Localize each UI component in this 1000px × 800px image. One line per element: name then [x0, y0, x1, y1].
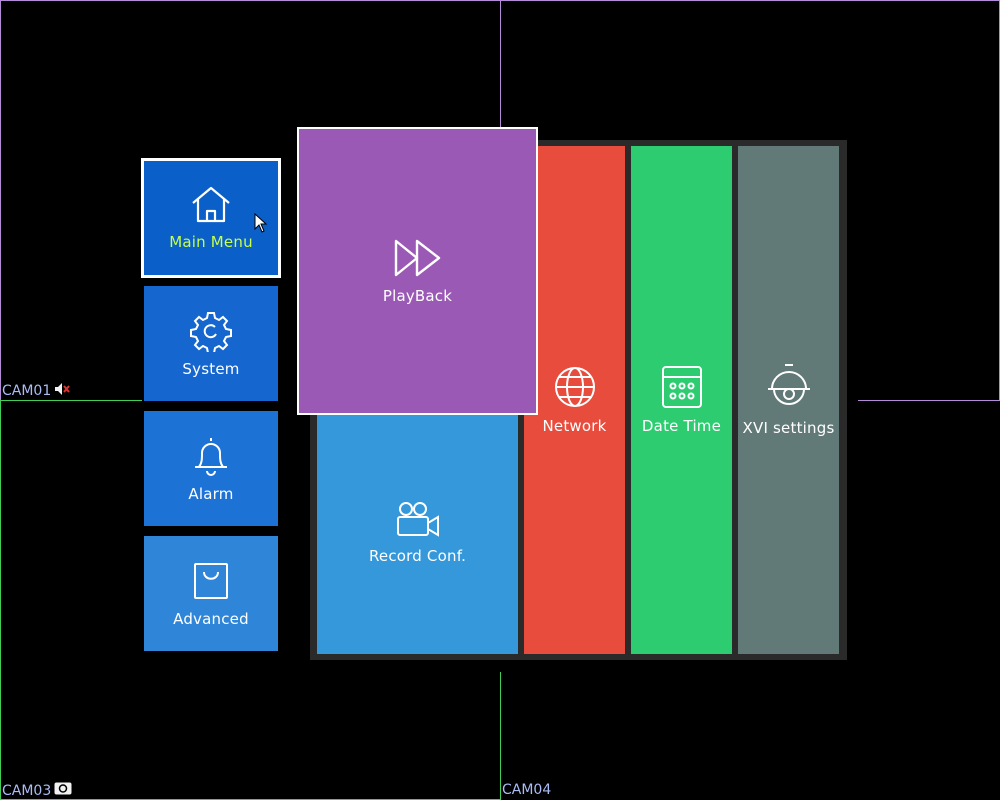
date-time-label: Date Time	[641, 417, 722, 435]
fast-forward-icon	[393, 237, 443, 279]
home-icon	[189, 185, 233, 225]
record-icon	[54, 782, 72, 799]
advanced-tile[interactable]: Advanced	[144, 536, 278, 651]
grid-line-vertical-top	[500, 0, 501, 130]
alarm-label: Alarm	[188, 484, 234, 503]
date-time-tile[interactable]: Date Time	[631, 146, 732, 654]
cam04-label: CAM04	[502, 782, 551, 798]
system-label: System	[182, 359, 240, 378]
grid-line-horizontal-right	[858, 400, 1000, 401]
system-tile[interactable]: System	[144, 286, 278, 401]
network-tile[interactable]: Network	[524, 146, 625, 654]
bell-icon	[191, 435, 231, 477]
alarm-tile[interactable]: Alarm	[144, 411, 278, 526]
calendar-icon	[661, 365, 703, 409]
xvi-settings-tile[interactable]: XVI settings	[738, 146, 839, 654]
xvi-settings-label: XVI settings	[742, 419, 835, 437]
cam01-label: CAM01	[2, 382, 71, 400]
playback-tile[interactable]: PlayBack	[297, 127, 538, 415]
frame-top	[0, 0, 1000, 1]
frame-left-top	[0, 0, 1, 400]
video-camera-icon	[394, 499, 442, 539]
cam01-name: CAM01	[2, 383, 52, 399]
shopping-bag-icon	[191, 560, 231, 602]
mouse-cursor-icon	[254, 212, 268, 237]
dome-camera-icon	[766, 363, 812, 411]
main-menu-label: Main Menu	[169, 233, 253, 251]
record-conf-label: Record Conf.	[368, 546, 467, 565]
grid-line-vertical-bottom	[500, 672, 501, 800]
cam04-name: CAM04	[502, 782, 552, 798]
cam03-label: CAM03	[2, 782, 72, 799]
speaker-muted-icon	[54, 382, 71, 400]
grid-line-horizontal-left	[0, 400, 142, 401]
frame-left-bottom	[0, 400, 1, 800]
globe-icon	[553, 365, 597, 409]
playback-label: PlayBack	[382, 287, 453, 305]
record-conf-tile[interactable]: Record Conf.	[317, 413, 518, 654]
network-label: Network	[542, 417, 607, 435]
cam03-name: CAM03	[2, 782, 52, 799]
advanced-label: Advanced	[173, 609, 249, 628]
gear-icon	[190, 310, 232, 352]
